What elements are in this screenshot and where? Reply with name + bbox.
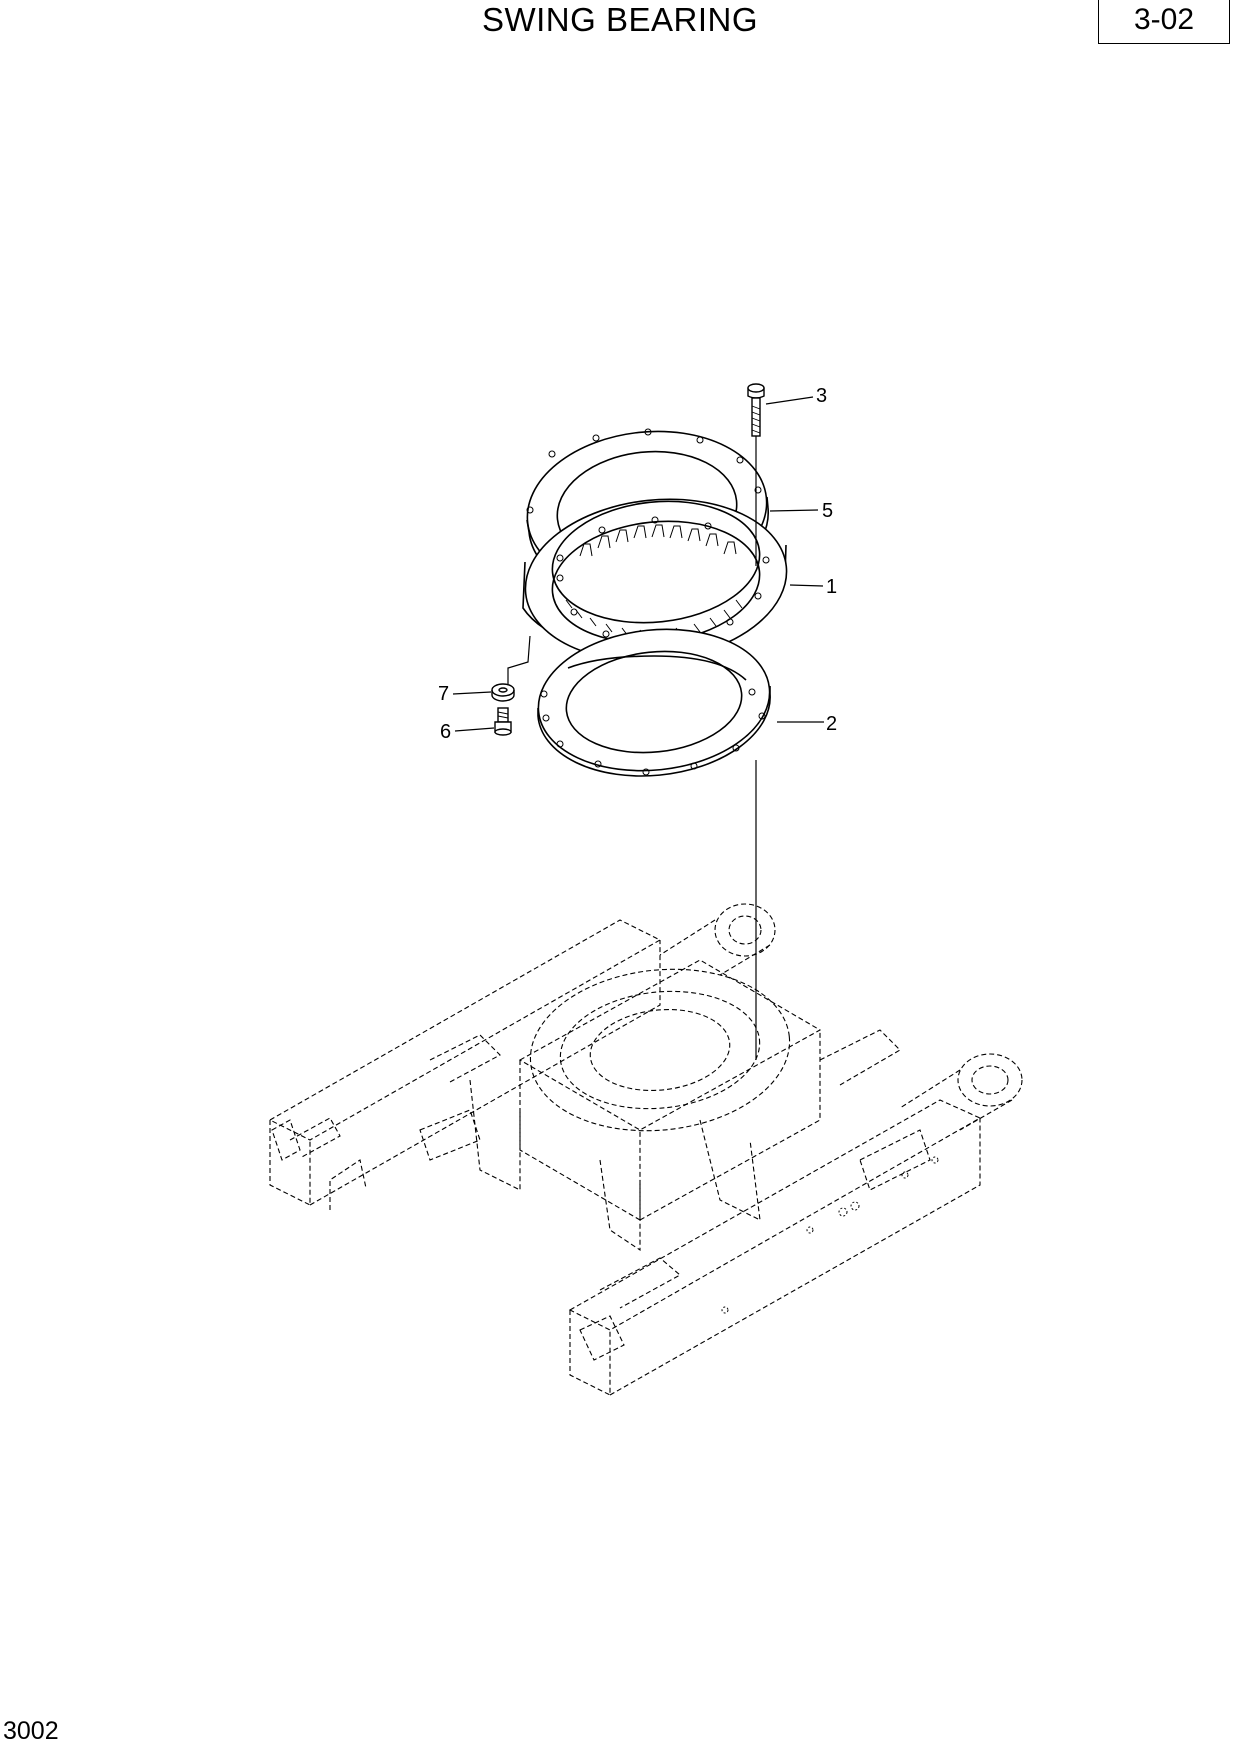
page-code-box: 3-02 — [1098, 0, 1230, 44]
washer-part-7 — [491, 683, 515, 702]
bolt-part-6 — [494, 707, 512, 736]
callout-1: 1 — [826, 576, 837, 598]
leader-lines — [452, 396, 824, 1060]
lower-frame-holes — [721, 1156, 939, 1314]
page-title: SWING BEARING — [481, 1, 759, 38]
callout-7: 7 — [438, 683, 449, 705]
callout-6: 6 — [440, 721, 451, 743]
callout-5: 5 — [822, 500, 833, 522]
shim-plate-part-2 — [537, 628, 771, 777]
callout-2: 2 — [826, 713, 837, 735]
drawing-id: 3002 — [3, 1717, 59, 1745]
bolt-part-3 — [747, 383, 765, 437]
callout-3: 3 — [816, 385, 827, 407]
lower-frame-phantom — [268, 903, 1023, 1396]
